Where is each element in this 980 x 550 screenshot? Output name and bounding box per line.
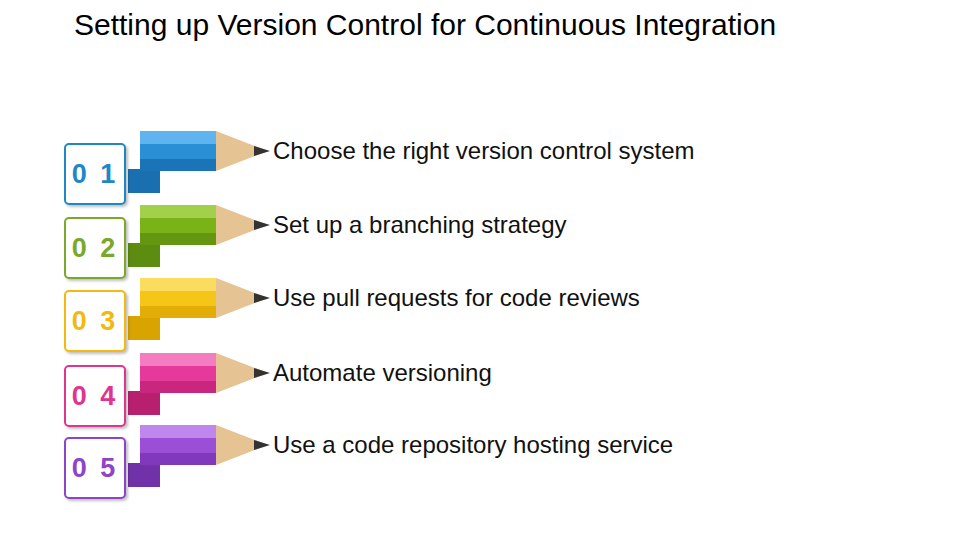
- step-label: Use pull requests for code reviews: [273, 284, 640, 312]
- number-box: 0 2: [64, 217, 126, 279]
- step-label: Use a code repository hosting service: [273, 431, 673, 459]
- number-box: 0 3: [64, 290, 126, 352]
- callout-number: 0 5: [72, 453, 119, 484]
- step-label: Choose the right version control system: [273, 137, 695, 165]
- callout-number: 0 2: [72, 233, 119, 264]
- callout-number: 0 4: [72, 381, 119, 412]
- callout-number: 0 1: [72, 159, 119, 190]
- pencil: [128, 425, 270, 487]
- step-label: Set up a branching strategy: [273, 211, 567, 239]
- number-box: 0 5: [64, 437, 126, 499]
- pencil: [128, 353, 270, 415]
- pencil: [128, 278, 270, 340]
- pencil: [128, 131, 270, 193]
- callout-number: 0 3: [72, 306, 119, 337]
- diagram-title: Setting up Version Control for Continuou…: [74, 8, 776, 42]
- number-box: 0 1: [64, 143, 126, 205]
- pencil: [128, 205, 270, 267]
- step-label: Automate versioning: [273, 359, 492, 387]
- number-box: 0 4: [64, 365, 126, 427]
